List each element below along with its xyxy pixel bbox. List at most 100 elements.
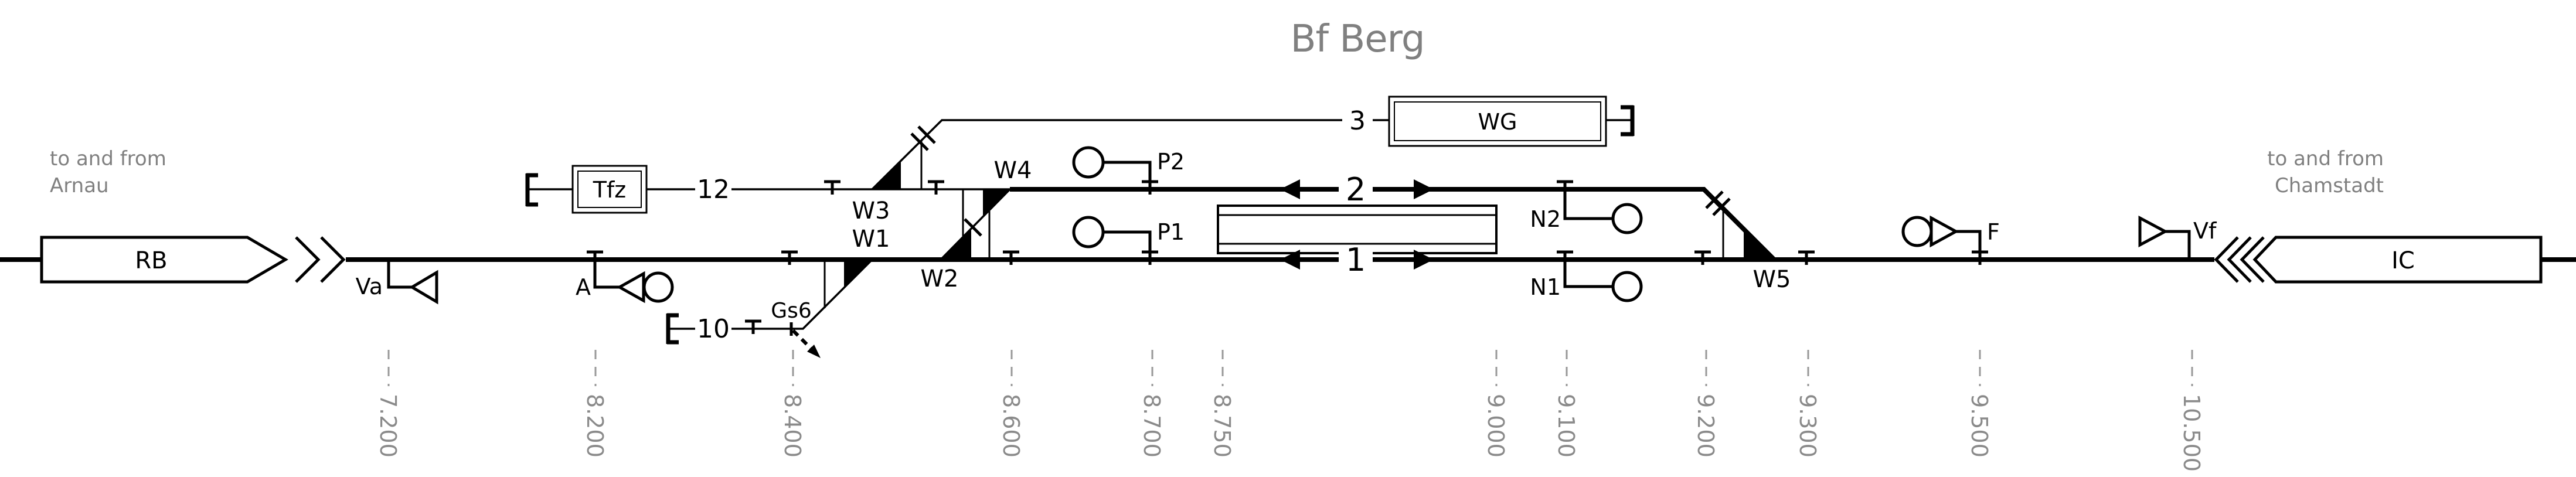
signal-va-label: Va — [356, 274, 383, 299]
train-rb-box — [40, 236, 288, 284]
label-gap — [695, 178, 731, 202]
milepost-label: 9.200 — [1693, 394, 1719, 458]
milepost-label: 8.750 — [1209, 394, 1235, 458]
page-title: Bf Berg — [1291, 18, 1425, 61]
train-ic-chevron — [2240, 236, 2265, 283]
signal-n2-head — [1611, 203, 1643, 234]
mileage-markers: 7.200 8.200 8.400 8.600 8.700 8.750 9.000 9.100… — [375, 350, 2204, 472]
section-mark — [745, 319, 761, 334]
milepost-label: 7.200 — [375, 394, 401, 458]
signal-n1-mast — [1563, 260, 1613, 288]
signal-f-mast — [1956, 230, 1982, 260]
milepost-label: 8.400 — [780, 394, 805, 458]
train-ic-chevron — [2227, 236, 2252, 283]
signal-n1-label: N1 — [1530, 274, 1561, 300]
signal-n1-head — [1611, 271, 1643, 302]
joint-mark-w5 — [1705, 190, 1731, 216]
signal-va-triangle — [409, 270, 438, 305]
milepost-label: 9.000 — [1483, 394, 1509, 458]
section-mark — [781, 250, 798, 265]
signal-f-triangle — [1930, 215, 1959, 248]
signal-va-mast — [387, 260, 412, 289]
loco-shed-label: Tfz — [593, 177, 627, 203]
milepost-label: 9.300 — [1795, 394, 1820, 458]
train-ic-label: IC — [2391, 247, 2415, 274]
switch-w5-label: W5 — [1753, 266, 1791, 293]
goods-shed-box-inner — [1394, 101, 1601, 141]
milepost-label: 10.500 — [2179, 394, 2204, 472]
signal-vf-triangle — [2138, 215, 2169, 248]
destination-right-line1: to and from — [2267, 147, 2384, 171]
section-marks — [587, 180, 1988, 334]
label-gap — [695, 317, 731, 342]
signal-a-mast — [593, 260, 620, 289]
platform-edges — [1219, 214, 1495, 245]
milepost-label: 9.500 — [1966, 394, 1992, 458]
arrow-left-track1 — [1280, 250, 1300, 270]
train-ic-chevron — [2214, 236, 2239, 283]
signal-p2-mast — [1103, 161, 1152, 183]
signal-n2-label: N2 — [1530, 206, 1561, 232]
signal-p1-head — [1072, 216, 1105, 248]
buffer-stop-track10 — [666, 313, 679, 345]
label-gap — [1342, 108, 1373, 135]
destination-right-line2: Chamstadt — [2275, 174, 2384, 197]
signals — [387, 146, 2191, 305]
track-12-label: 12 — [697, 175, 730, 205]
signal-vf-label: Vf — [2193, 218, 2217, 244]
destination-left-line2: Arnau — [50, 174, 109, 197]
switch-w3-label: W3 — [852, 197, 890, 224]
buffer-stop-track12 — [525, 173, 538, 207]
milepost-label: 8.700 — [1139, 394, 1165, 458]
platform — [1217, 205, 1498, 254]
signal-a-head — [642, 271, 674, 303]
destination-left-line1: to and from — [50, 147, 166, 171]
section-mark — [1003, 250, 1019, 265]
buffer-stops — [525, 105, 1635, 345]
switch-w2-wedge — [941, 229, 971, 260]
switch-w1-wedge — [844, 260, 872, 287]
track-10-label: 10 — [697, 314, 730, 344]
signal-f-label: F — [1987, 219, 2000, 245]
switch-w4-wedge — [983, 189, 1010, 216]
section-mark — [1694, 250, 1711, 265]
derailer — [790, 322, 821, 358]
signal-a-label: A — [576, 274, 591, 300]
train-ic-box — [2252, 236, 2543, 284]
signal-p2-label: P2 — [1157, 149, 1185, 175]
milepost-label: 8.200 — [582, 394, 608, 458]
switch-symbols — [823, 125, 1774, 308]
arrow-right-track2 — [1414, 179, 1434, 199]
signal-p1-label: P1 — [1157, 219, 1185, 245]
signal-p2-head — [1072, 146, 1105, 179]
switch-w3-wedge — [872, 161, 901, 189]
track-number-labels: 12 10 3 2 1 — [695, 106, 1373, 344]
signal-f-head — [1901, 216, 1933, 247]
boxes — [40, 96, 2543, 284]
switch-w4-label: W4 — [994, 157, 1032, 184]
switch-w1-label: W1 — [852, 226, 890, 253]
switch-w2-label: W2 — [921, 265, 959, 292]
direction-arrows — [1280, 179, 1434, 270]
section-mark — [1798, 250, 1815, 265]
track-3-label: 3 — [1349, 106, 1366, 136]
milepost-label: 9.100 — [1553, 394, 1579, 458]
arrow-right-track1 — [1414, 250, 1434, 270]
derailer-arrow-shaft — [791, 329, 814, 352]
train-rb-label: RB — [135, 247, 167, 274]
derailer-arrow-head — [807, 345, 821, 358]
label-gap — [1339, 247, 1373, 275]
section-mark — [928, 180, 944, 195]
platform-outline — [1217, 205, 1498, 254]
milepost-label: 8.600 — [998, 394, 1024, 458]
section-mark — [824, 180, 840, 195]
arrow-left-track2 — [1280, 179, 1300, 199]
signal-vf-mast — [2165, 230, 2191, 260]
loco-shed-box-inner — [577, 171, 642, 208]
track-1-label: 1 — [1346, 241, 1366, 278]
switch-w5-wedge — [1744, 229, 1774, 260]
buffer-stop-track3 — [1621, 105, 1635, 137]
train-rb-chevron — [320, 236, 346, 283]
joint-mark-w2 — [964, 218, 982, 237]
